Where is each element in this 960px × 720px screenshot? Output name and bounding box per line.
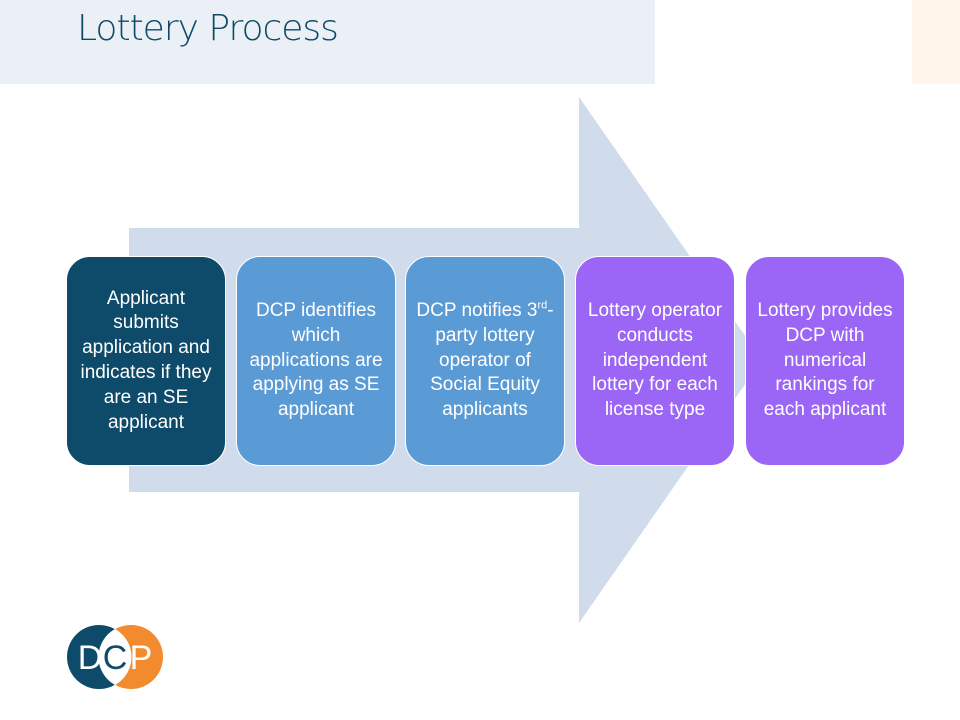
step-1-submit-application: Applicant submits application and indica…: [66, 256, 226, 466]
step-5-text: Lottery provides DCP with numerical rank…: [757, 300, 893, 421]
step-3-text: DCP notifies 3rd-party lottery operator …: [416, 299, 554, 421]
logo-letter-p: P: [130, 639, 153, 677]
corner-accent: [912, 0, 960, 84]
step-2-identify-se-applications: DCP identifies which applications are ap…: [236, 256, 396, 466]
title-band: [0, 0, 655, 84]
step-4-text: Lottery operator conducts independent lo…: [587, 300, 723, 421]
step-5-provide-rankings: Lottery provides DCP with numerical rank…: [745, 256, 905, 466]
logo-letter-d: D: [78, 639, 103, 677]
logo-letter-c: C: [103, 639, 128, 677]
dcp-logo: D C P: [67, 625, 163, 689]
step-2-text: DCP identifies which applications are ap…: [249, 300, 383, 421]
step-3-notify-operator: DCP notifies 3rd-party lottery operator …: [405, 256, 565, 466]
step-4-conduct-lottery: Lottery operator conducts independent lo…: [575, 256, 735, 466]
slide-title: Lottery Process: [77, 8, 339, 49]
step-1-text: Applicant submits application and indica…: [80, 287, 212, 433]
